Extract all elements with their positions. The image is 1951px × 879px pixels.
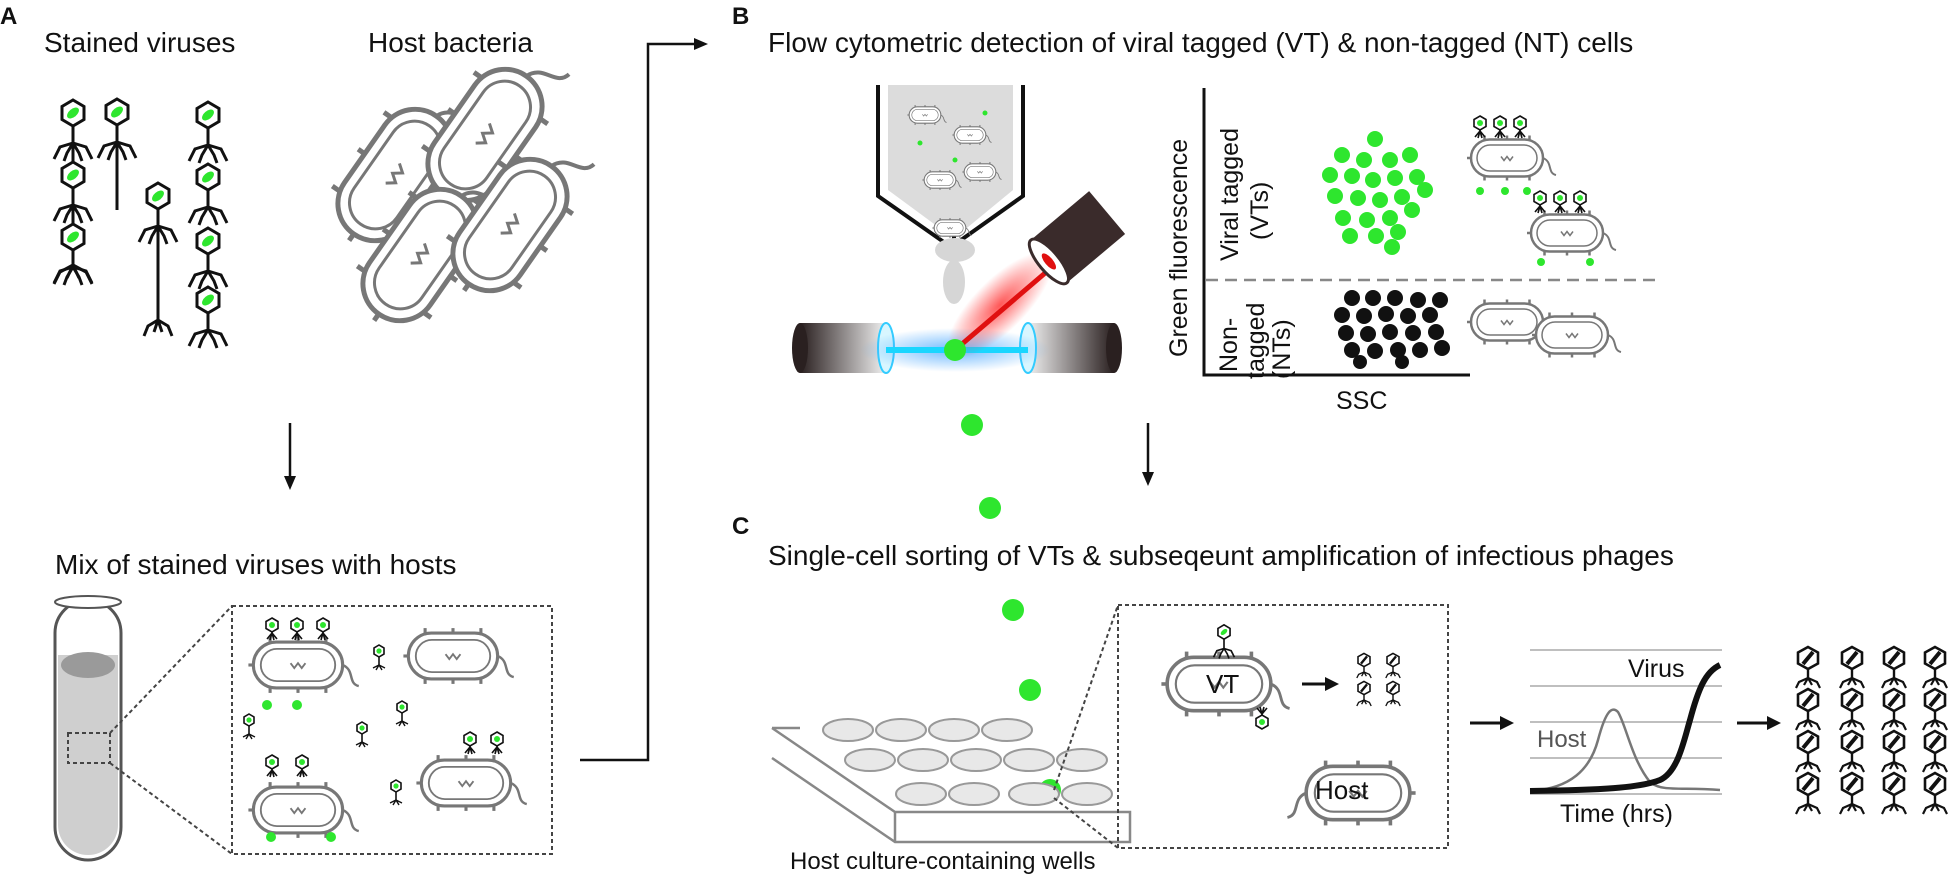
stained-viruses-group — [52, 97, 229, 350]
amplified-phage-grid — [1794, 645, 1949, 816]
host-cell-label: Host — [1315, 775, 1369, 805]
panel-label-c: C — [732, 513, 750, 540]
test-tube — [53, 595, 123, 862]
scatter-plot — [1202, 88, 1655, 377]
host-curve-label: Host — [1537, 726, 1587, 753]
vt-cell-label: VT — [1206, 669, 1240, 699]
host-bacteria-label: Host bacteria — [368, 27, 533, 58]
mix-contents — [242, 617, 529, 842]
mix-label: Mix of stained viruses with hosts — [55, 549, 457, 580]
time-axis-label: Time (hrs) — [1560, 800, 1673, 828]
virus-curve-label: Virus — [1628, 655, 1685, 683]
panel-c-title: Single-cell sorting of VTs & subseqeunt … — [768, 540, 1674, 571]
vt-label-line1: Viral tagged — [1216, 128, 1244, 261]
stained-viruses-label: Stained viruses — [44, 27, 236, 58]
host-bacteria-group — [312, 29, 603, 346]
growth-curve — [1529, 649, 1722, 795]
vt-label-line2: (VTs) — [1246, 181, 1274, 240]
nt-label-line1: Non- — [1215, 317, 1243, 372]
x-axis-label: SSC — [1336, 387, 1388, 415]
y-axis-label: Green fluorescence — [1165, 138, 1193, 357]
nt-label-line3: (NTs) — [1268, 319, 1296, 379]
mix-zoom-box — [231, 605, 553, 855]
arrow-a-to-b — [580, 42, 698, 762]
panel-label-b: B — [732, 3, 750, 30]
sorted-cells — [1159, 624, 1418, 828]
panel-label-a: A — [0, 3, 18, 30]
flow-cytometer — [792, 85, 1126, 801]
nt-label-line2: tagged — [1242, 302, 1270, 379]
well-plate — [771, 718, 1132, 844]
sort-zoom-box — [1117, 604, 1449, 849]
panel-b-title: Flow cytometric detection of viral tagge… — [768, 27, 1634, 58]
wells-label: Host culture-containing wells — [790, 848, 1096, 875]
